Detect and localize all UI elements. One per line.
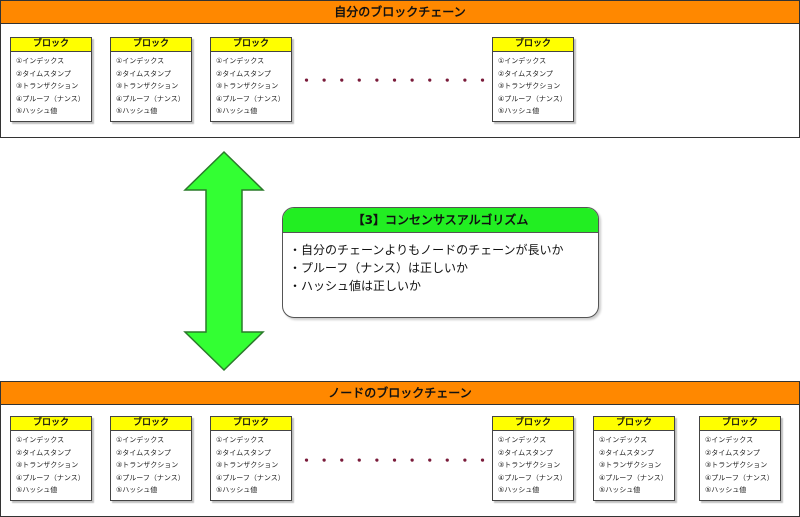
- block-field-index: ①インデックス: [498, 57, 547, 65]
- block-title: ブロック: [11, 417, 91, 431]
- own-chain-block-2: ブロック ①インデックス ②タイムスタンプ ③トランザクション ④プルーフ（ナン…: [110, 37, 192, 122]
- block-field-hash: ⑤ハッシュ値: [116, 107, 158, 116]
- block-field-transaction: ③トランザクション: [705, 461, 768, 470]
- block-field-index: ①インデックス: [498, 436, 547, 444]
- block-field-timestamp: ②タイムスタンプ: [498, 448, 553, 457]
- block-field-index: ①インデックス: [705, 436, 754, 444]
- consensus-algorithm-box: 【3】コンセンサスアルゴリズム ・自分のチェーンよりもノードのチェーンが長いか …: [282, 207, 599, 318]
- block-field-transaction: ③トランザクション: [216, 82, 279, 91]
- consensus-title: 【3】コンセンサスアルゴリズム: [283, 208, 598, 233]
- node-chain-block-6: ブロック ①インデックス ②タイムスタンプ ③トランザクション ④プルーフ（ナン…: [699, 416, 781, 501]
- block-field-hash: ⑤ハッシュ値: [216, 107, 258, 116]
- block-field-hash: ⑤ハッシュ値: [498, 486, 540, 495]
- block-field-index: ①インデックス: [16, 57, 65, 65]
- block-field-hash: ⑤ハッシュ値: [599, 486, 641, 495]
- block-field-proof: ④プルーフ（ナンス）: [216, 473, 285, 482]
- block-field-proof: ④プルーフ（ナンス）: [16, 94, 85, 103]
- block-field-index: ①インデックス: [116, 57, 165, 65]
- block-field-index: ①インデックス: [116, 436, 165, 444]
- block-field-hash: ⑤ハッシュ値: [216, 486, 258, 495]
- block-field-proof: ④プルーフ（ナンス）: [116, 473, 185, 482]
- block-field-timestamp: ②タイムスタンプ: [16, 69, 71, 78]
- own-chain-block-3: ブロック ①インデックス ②タイムスタンプ ③トランザクション ④プルーフ（ナン…: [210, 37, 292, 122]
- node-chain-block-5: ブロック ①インデックス ②タイムスタンプ ③トランザクション ④プルーフ（ナン…: [593, 416, 675, 501]
- block-field-timestamp: ②タイムスタンプ: [116, 69, 171, 78]
- block-field-index: ①インデックス: [216, 57, 265, 65]
- block-field-proof: ④プルーフ（ナンス）: [216, 94, 285, 103]
- block-field-proof: ④プルーフ（ナンス）: [498, 94, 567, 103]
- block-title: ブロック: [493, 417, 573, 431]
- block-field-hash: ⑤ハッシュ値: [498, 107, 540, 116]
- block-field-transaction: ③トランザクション: [498, 82, 561, 91]
- block-field-hash: ⑤ハッシュ値: [705, 486, 747, 495]
- block-field-hash: ⑤ハッシュ値: [16, 486, 58, 495]
- block-field-transaction: ③トランザクション: [599, 461, 662, 470]
- block-field-timestamp: ②タイムスタンプ: [498, 69, 553, 78]
- consensus-check-chain-length: ・自分のチェーンよりもノードのチェーンが長いか: [289, 243, 564, 257]
- block-field-transaction: ③トランザクション: [498, 461, 561, 470]
- own-chain-block-last: ブロック ①インデックス ②タイムスタンプ ③トランザクション ④プルーフ（ナン…: [492, 37, 574, 122]
- block-field-transaction: ③トランザクション: [116, 461, 179, 470]
- block-field-transaction: ③トランザクション: [16, 461, 79, 470]
- block-field-timestamp: ②タイムスタンプ: [16, 448, 71, 457]
- block-field-proof: ④プルーフ（ナンス）: [498, 473, 567, 482]
- block-field-timestamp: ②タイムスタンプ: [705, 448, 760, 457]
- node-chain-block-1: ブロック ①インデックス ②タイムスタンプ ③トランザクション ④プルーフ（ナン…: [10, 416, 92, 501]
- block-title: ブロック: [111, 38, 191, 52]
- block-title: ブロック: [11, 38, 91, 52]
- block-title: ブロック: [211, 417, 291, 431]
- block-field-index: ①インデックス: [16, 436, 65, 444]
- block-field-index: ①インデックス: [216, 436, 265, 444]
- block-field-transaction: ③トランザクション: [16, 82, 79, 91]
- consensus-check-hash: ・ハッシュ値は正しいか: [289, 279, 422, 293]
- consensus-check-proof: ・プルーフ（ナンス）は正しいか: [289, 261, 469, 275]
- block-field-timestamp: ②タイムスタンプ: [599, 448, 654, 457]
- block-field-timestamp: ②タイムスタンプ: [216, 69, 271, 78]
- block-field-index: ①インデックス: [599, 436, 648, 444]
- node-chain-block-2: ブロック ①インデックス ②タイムスタンプ ③トランザクション ④プルーフ（ナン…: [110, 416, 192, 501]
- block-field-hash: ⑤ハッシュ値: [116, 486, 158, 495]
- block-field-timestamp: ②タイムスタンプ: [116, 448, 171, 457]
- block-title: ブロック: [594, 417, 674, 431]
- block-field-timestamp: ②タイムスタンプ: [216, 448, 271, 457]
- block-field-proof: ④プルーフ（ナンス）: [599, 473, 668, 482]
- block-field-transaction: ③トランザクション: [216, 461, 279, 470]
- block-title: ブロック: [211, 38, 291, 52]
- block-field-hash: ⑤ハッシュ値: [16, 107, 58, 116]
- block-title: ブロック: [700, 417, 780, 431]
- block-field-proof: ④プルーフ（ナンス）: [16, 473, 85, 482]
- node-chain-block-3: ブロック ①インデックス ②タイムスタンプ ③トランザクション ④プルーフ（ナン…: [210, 416, 292, 501]
- block-field-proof: ④プルーフ（ナンス）: [705, 473, 774, 482]
- double-arrow-icon: [183, 150, 265, 372]
- node-chain-title: ノードのブロックチェーン: [1, 382, 799, 405]
- block-title: ブロック: [111, 417, 191, 431]
- own-chain-block-1: ブロック ①インデックス ②タイムスタンプ ③トランザクション ④プルーフ（ナン…: [10, 37, 92, 122]
- block-title: ブロック: [493, 38, 573, 52]
- block-field-proof: ④プルーフ（ナンス）: [116, 94, 185, 103]
- block-field-transaction: ③トランザクション: [116, 82, 179, 91]
- own-chain-title: 自分のブロックチェーン: [1, 1, 799, 24]
- node-chain-block-4: ブロック ①インデックス ②タイムスタンプ ③トランザクション ④プルーフ（ナン…: [492, 416, 574, 501]
